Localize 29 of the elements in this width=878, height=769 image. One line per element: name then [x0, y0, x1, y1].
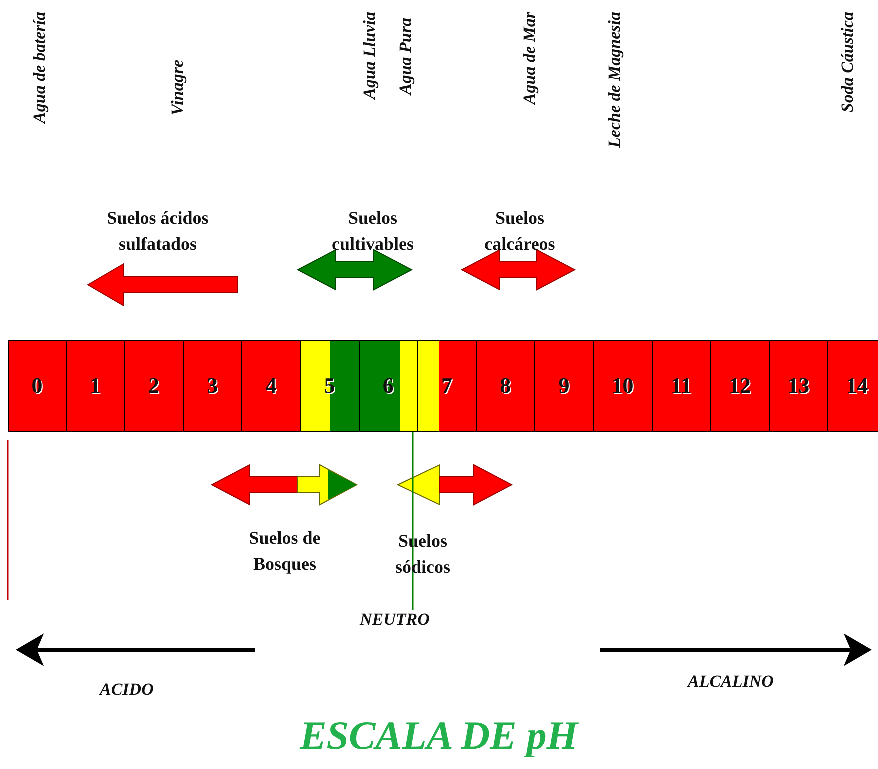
substance-label: Agua de batería [30, 12, 50, 124]
scale-cell: 2 [125, 340, 184, 432]
scale-cell: 0 [8, 340, 67, 432]
scale-cell: 13 [770, 340, 828, 432]
diagram-title: ESCALA DE pH [298, 712, 580, 759]
substance-label: Agua Pura [396, 18, 416, 95]
range-label: Suelos de Bosques [248, 527, 322, 576]
scale-cell: 3 [184, 340, 242, 432]
substance-label: Leche de Magnesia [605, 12, 625, 148]
scale-cell: 12 [711, 340, 770, 432]
neutral-label: NEUTRO [360, 610, 430, 630]
substance-label: Agua de Mar [520, 12, 540, 105]
range-label: Suelos calcáreos [484, 207, 556, 256]
scale-cell: 4 [242, 340, 301, 432]
scale-cell: 6 [360, 340, 418, 432]
range-label: Suelos ácidos sulfatados [106, 207, 210, 256]
substance-label: Vinagre [168, 60, 188, 116]
acid-label: ACIDO [100, 680, 154, 700]
substance-label: Soda Cáustica [838, 12, 858, 113]
scale-cell: 11 [652, 340, 712, 432]
scale-cell: 9 [535, 340, 594, 432]
scale-cell: 1 [66, 340, 126, 432]
scale-cell: 14 [828, 340, 878, 432]
scale-cell: 7 [418, 340, 477, 432]
substance-label: Agua Lluvia [360, 12, 380, 100]
scale-cell: 10 [594, 340, 653, 432]
alkaline-label: ALCALINO [688, 672, 774, 692]
range-label: Suelos cultivables [330, 207, 415, 256]
scale-cell: 8 [476, 340, 536, 432]
